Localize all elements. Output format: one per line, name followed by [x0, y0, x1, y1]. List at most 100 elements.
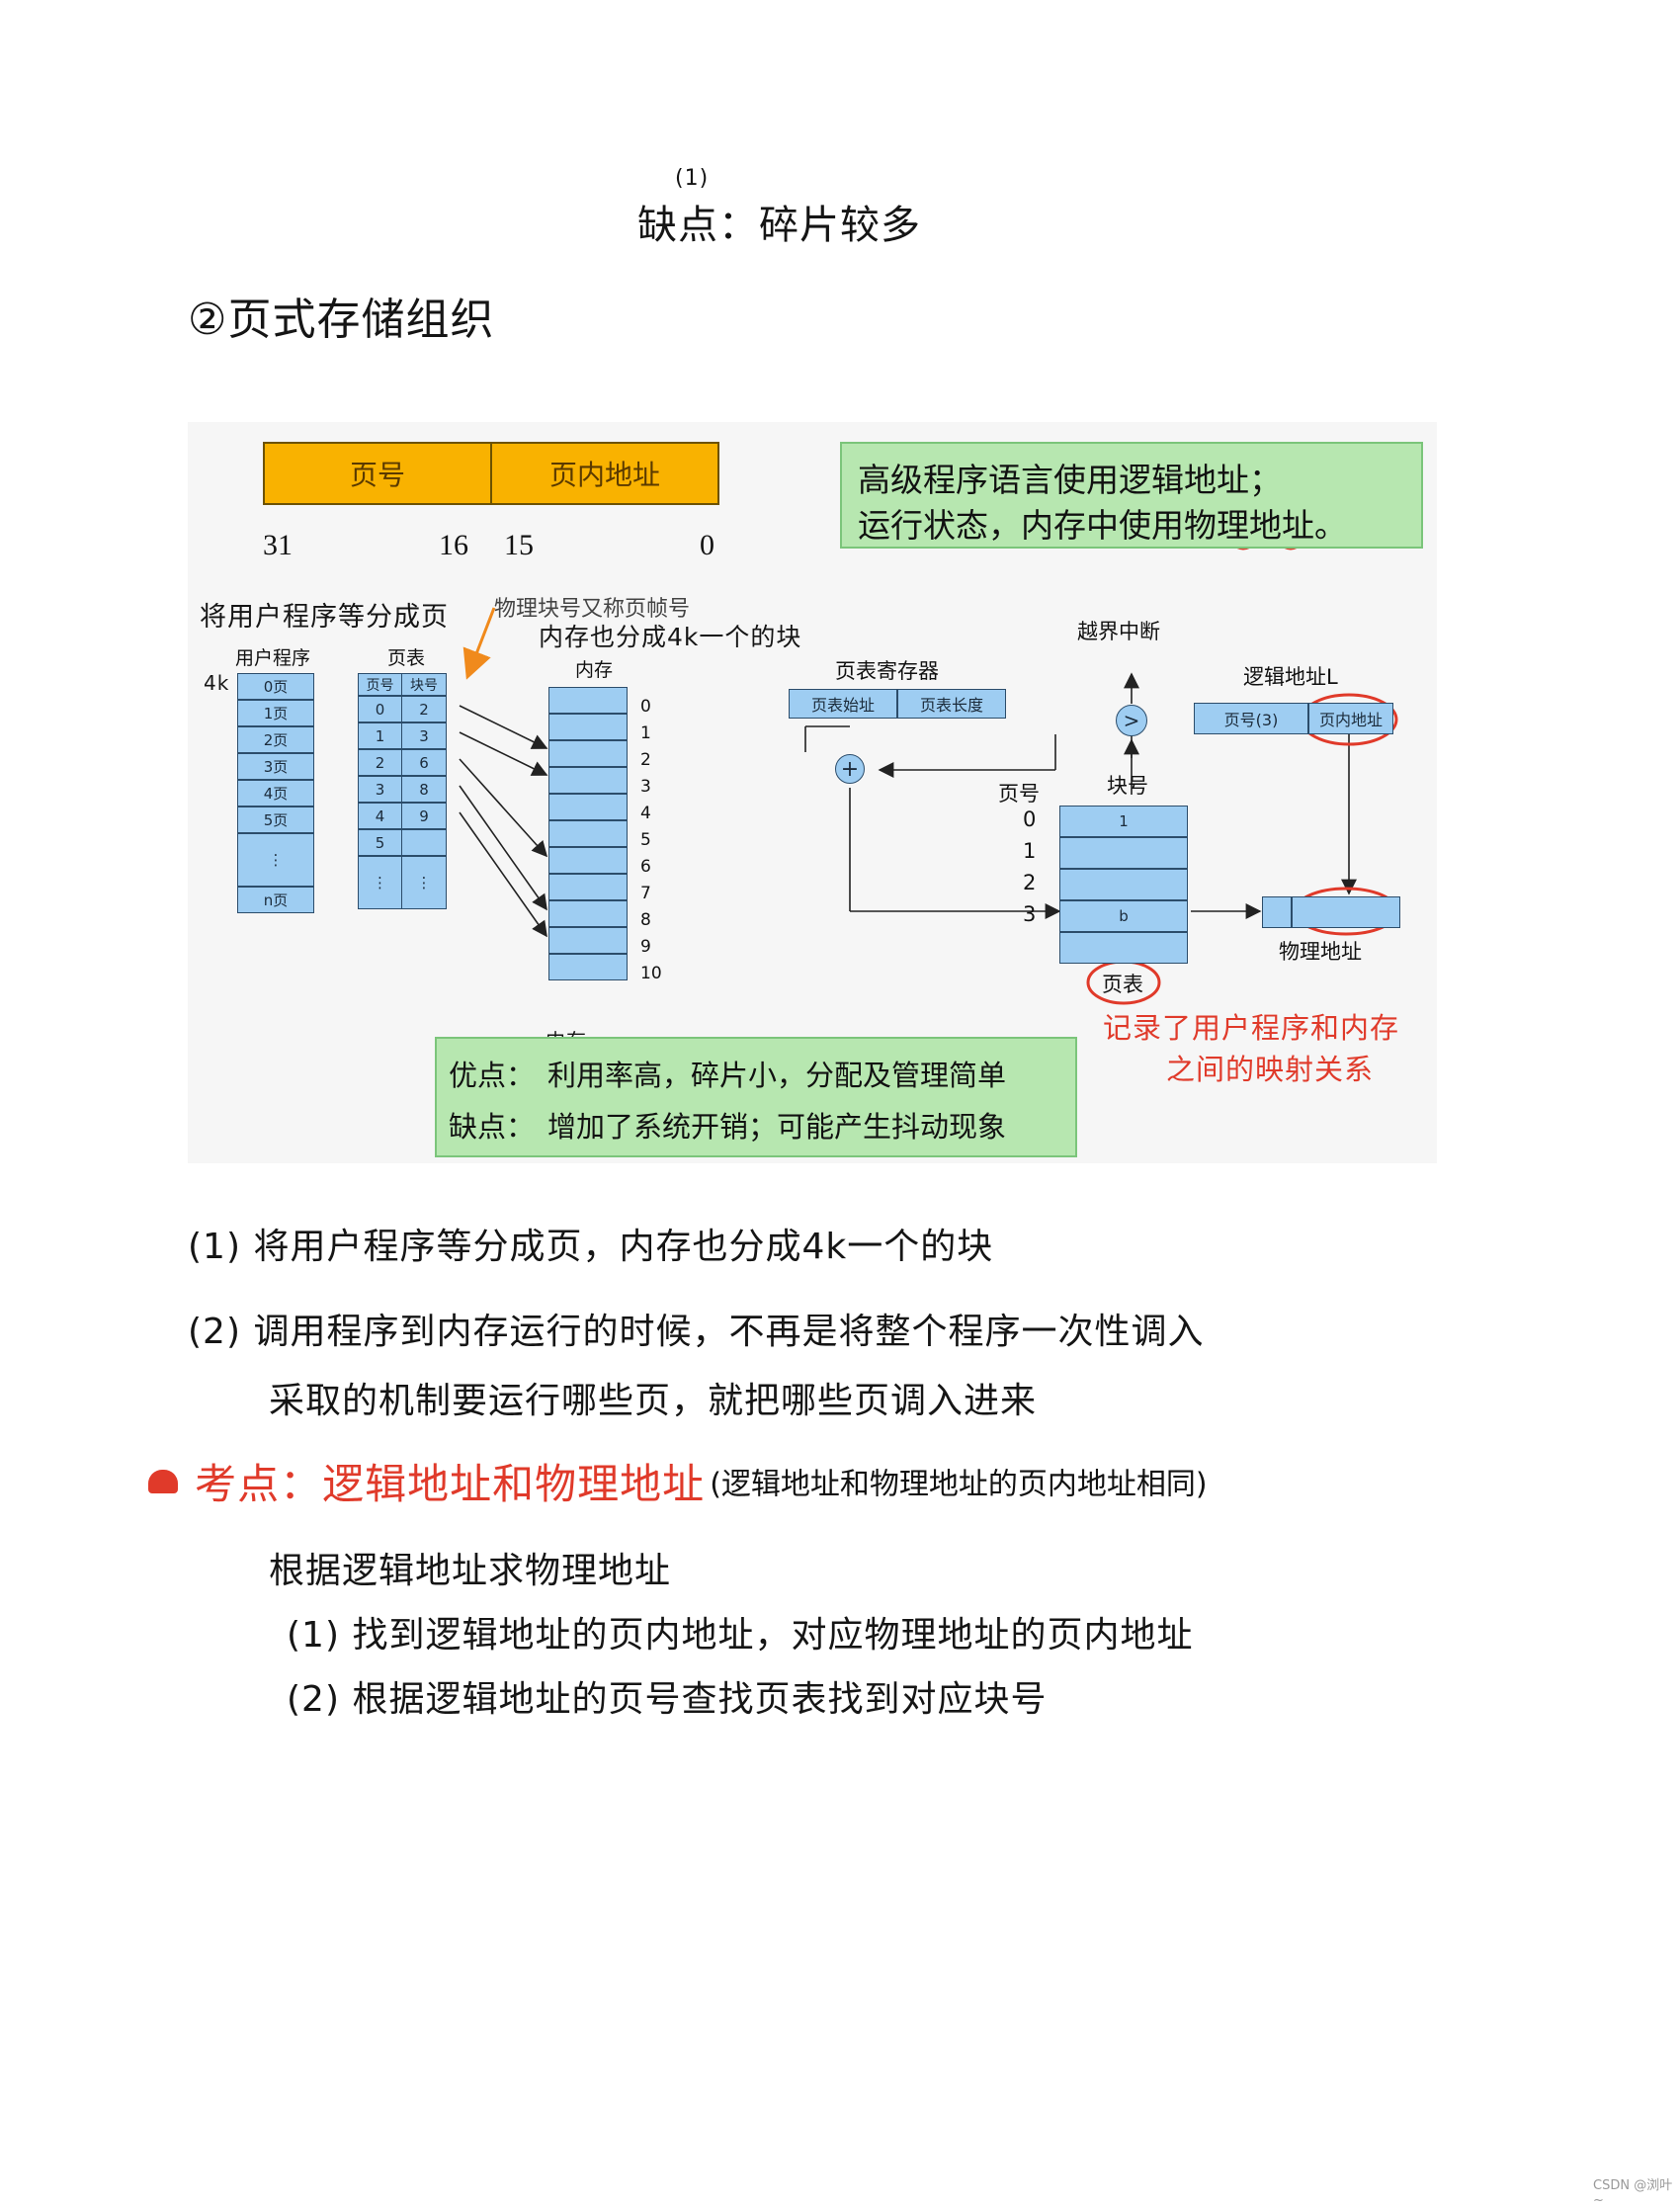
right-table-row: 1	[1059, 806, 1188, 837]
page-table-page-cell: 4	[358, 803, 402, 829]
register-length: 页表长度	[897, 689, 1006, 719]
right-table-page-index: 1	[1023, 839, 1037, 863]
memory-index: 6	[640, 857, 651, 877]
page-table-page-cell: ⋮	[358, 856, 402, 909]
note-line-5: (1) 找到逻辑地址的页内地址，对应物理地址的页内地址	[287, 1615, 1194, 1656]
memory-index: 8	[640, 910, 651, 930]
user-page-cell: 3页	[237, 753, 314, 780]
memory-block	[548, 874, 628, 900]
note-line-4: 根据逻辑地址求物理地址	[269, 1551, 672, 1591]
page-table-header-page: 页号	[358, 673, 402, 696]
right-table-row: b	[1059, 900, 1188, 932]
user-page-cell: ⋮	[237, 833, 314, 887]
overflow-interrupt: 越界中断	[1077, 620, 1160, 643]
annot-record-line-2: 之间的映射关系	[1166, 1053, 1375, 1086]
bit-31: 31	[263, 529, 293, 561]
user-page-cell: 1页	[237, 700, 314, 726]
user-page-cell: 4页	[237, 780, 314, 807]
memory-block	[548, 740, 628, 767]
callout-line-2: 运行状态，内存中使用物理地址。	[858, 506, 1347, 545]
page-table-page-cell: 3	[358, 776, 402, 803]
logical-offset: 页内地址	[1308, 703, 1393, 734]
memory-index: 7	[640, 884, 651, 903]
kaodian-suffix: (逻辑地址和物理地址的页内地址相同)	[710, 1467, 1208, 1502]
user-page-cell: 2页	[237, 726, 314, 753]
page-offset-field: 页内地址	[490, 442, 719, 505]
page-table-block-cell: 8	[401, 776, 447, 803]
memory-block	[548, 714, 628, 740]
page-table-page-cell: 1	[358, 722, 402, 749]
right-table-block-col: 块号	[1107, 774, 1148, 798]
memory-block	[548, 900, 628, 927]
physical-block	[1262, 896, 1292, 928]
right-table-page-index: 0	[1023, 807, 1037, 831]
footer-watermark: CSDN @浏叶~	[1593, 2178, 1673, 2208]
user-page-cell: n页	[237, 887, 314, 913]
pagetable-memory-arrows	[459, 705, 548, 938]
annot-memory-split: 内存也分成4k一个的块	[539, 623, 802, 651]
right-table-title: 页表	[1102, 973, 1143, 996]
bit-0: 0	[700, 529, 714, 561]
top-note-line: 缺点：碎片较多	[637, 203, 921, 248]
cons-text: 增加了系统开销；可能产生抖动现象	[547, 1110, 1007, 1144]
memory-block	[548, 954, 628, 980]
annot-record-line-1: 记录了用户程序和内存	[1103, 1011, 1400, 1045]
memory-index: 1	[640, 723, 651, 743]
physical-offset	[1292, 896, 1400, 928]
register-start: 页表始址	[789, 689, 897, 719]
register-title: 页表寄存器	[835, 659, 939, 683]
compare-node: >	[1116, 705, 1147, 736]
user-program-title: 用户程序	[235, 647, 311, 669]
section-title: ②页式存储组织	[188, 295, 495, 345]
page-table-block-cell: 3	[401, 722, 447, 749]
cons-label: 缺点：	[449, 1110, 536, 1144]
note-line-2a: (2) 调用程序到内存运行的时候，不再是将整个程序一次性调入	[188, 1312, 1205, 1352]
page-number-field: 页号	[263, 442, 492, 505]
bit-16: 16	[439, 529, 468, 561]
bit-15: 15	[504, 529, 534, 561]
memory-title: 内存	[575, 659, 614, 681]
memory-index: 5	[640, 830, 651, 850]
paging-figure: 页号 页内地址 31 16 15 0 高级程序语言使用逻辑地址； 运行状态，内存…	[188, 422, 1437, 1163]
kaodian-line: 考点：逻辑地址和物理地址 (逻辑地址和物理地址的页内地址相同)	[148, 1451, 1208, 1511]
page-table-header-block: 块号	[401, 673, 447, 696]
kaodian-prefix: 考点：逻辑地址和物理地址	[195, 1460, 706, 1508]
right-table-page-index: 2	[1023, 871, 1037, 894]
page-table-block-cell: ⋮	[401, 856, 447, 909]
memory-index: 2	[640, 750, 651, 770]
memory-index: 10	[640, 964, 662, 983]
note-line-6: (2) 根据逻辑地址的页号查找页表找到对应块号	[287, 1679, 1048, 1720]
right-table-row	[1059, 869, 1188, 900]
pros-text: 利用率高，碎片小，分配及管理简单	[547, 1059, 1007, 1092]
page-table-block-cell: 9	[401, 803, 447, 829]
pros-cons-box: 优点： 利用率高，碎片小，分配及管理简单 缺点： 增加了系统开销；可能产生抖动现…	[435, 1037, 1077, 1157]
kaodian-marker	[148, 1469, 178, 1493]
right-table-page-col: 页号	[998, 782, 1040, 806]
memory-index: 3	[640, 777, 651, 797]
page-table-block-cell	[401, 829, 447, 856]
pros-label: 优点：	[449, 1059, 536, 1092]
memory-block	[548, 820, 628, 847]
page-table-title: 页表	[387, 647, 426, 669]
note-line-1: (1) 将用户程序等分成页，内存也分成4k一个的块	[188, 1227, 994, 1267]
user-page-cell: 0页	[237, 673, 314, 700]
page-table-block-cell: 2	[401, 696, 447, 722]
memory-block	[548, 927, 628, 954]
memory-index: 0	[640, 697, 651, 717]
annot-4k: 4k	[204, 671, 230, 695]
logical-page-no: 页号(3)	[1194, 703, 1308, 734]
memory-block	[548, 794, 628, 820]
user-page-cell: 5页	[237, 807, 314, 833]
annot-block-number: 物理块号又称页帧号	[494, 597, 691, 622]
page-table-page-cell: 5	[358, 829, 402, 856]
logical-address-title: 逻辑地址L	[1243, 665, 1338, 689]
physical-address-label: 物理地址	[1279, 940, 1362, 964]
right-table-row	[1059, 837, 1188, 869]
page-table-page-cell: 2	[358, 749, 402, 776]
page-table-page-cell: 0	[358, 696, 402, 722]
memory-block	[548, 687, 628, 714]
adder-node: +	[835, 754, 865, 784]
top-marker: (1)	[675, 166, 710, 191]
right-table-page-index: 3	[1023, 902, 1037, 926]
note-line-2b: 采取的机制要运行哪些页，就把哪些页调入进来	[269, 1381, 1038, 1421]
